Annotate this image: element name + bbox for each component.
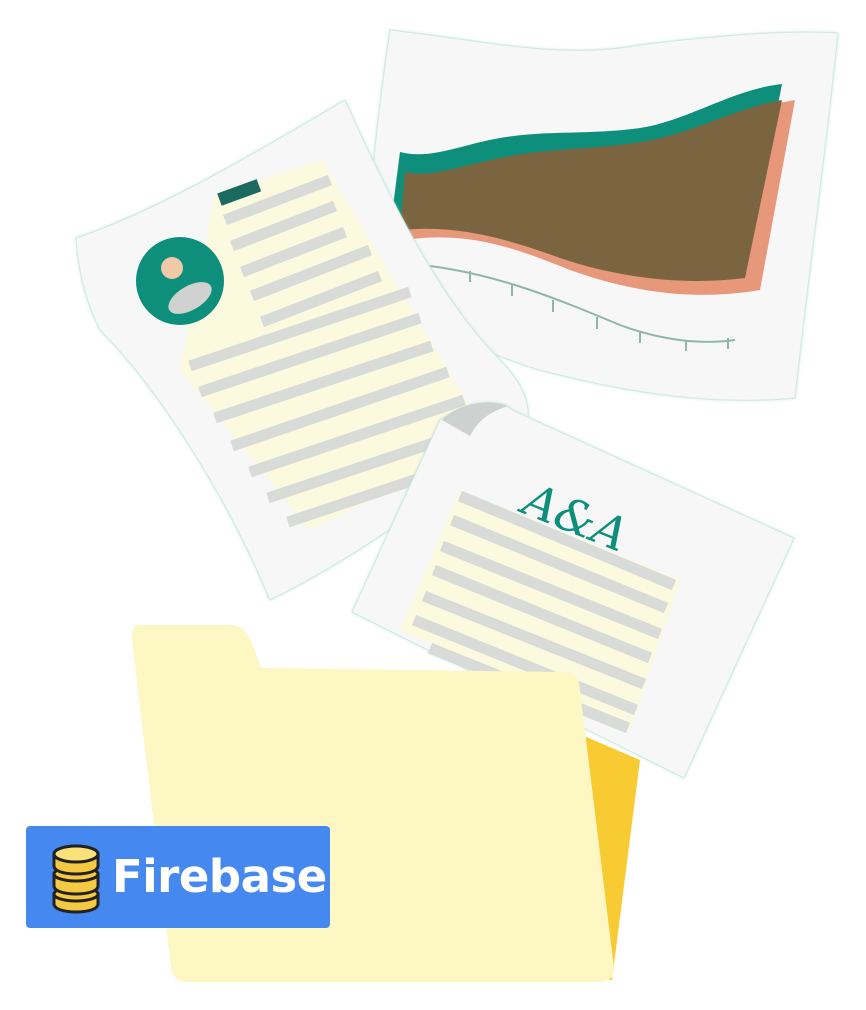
database-icon <box>52 844 100 914</box>
chart-page <box>363 29 839 401</box>
chart-x-axis <box>429 265 736 343</box>
letter-page: A&A <box>351 402 795 779</box>
chart-axis-ticks <box>469 271 729 351</box>
letter-text-lines <box>411 490 677 734</box>
firebase-badge: Firebase <box>26 826 330 928</box>
folder-icon <box>131 625 640 982</box>
letter-page-curl <box>442 402 508 436</box>
resume-heading-bar <box>217 179 262 206</box>
badge-label: Firebase <box>112 850 327 903</box>
chart-area-brown <box>400 100 782 281</box>
avatar-icon <box>136 237 224 325</box>
folder-front <box>131 625 615 982</box>
